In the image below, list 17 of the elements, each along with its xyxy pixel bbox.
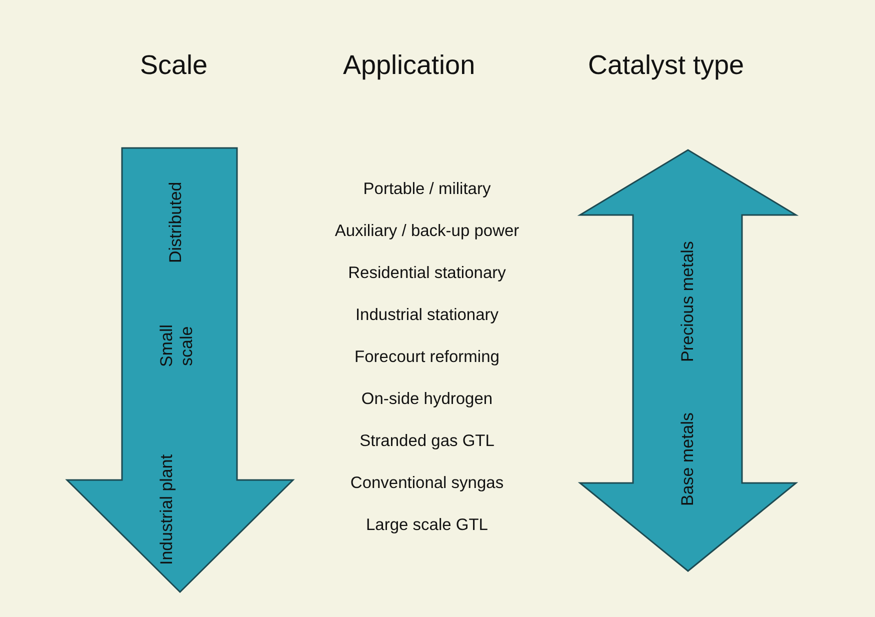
application-label: Auxiliary / back-up power xyxy=(334,222,520,241)
application-label: Portable / military xyxy=(363,180,491,199)
arrow-label: Base metals xyxy=(678,412,698,508)
arrow-label: Precious metals xyxy=(678,240,698,364)
column-heading: Catalyst type xyxy=(588,50,744,81)
application-label: Large scale GTL xyxy=(366,516,488,535)
application-label: On-side hydrogen xyxy=(361,390,493,409)
column-heading: Application xyxy=(343,50,476,81)
application-label: Industrial stationary xyxy=(355,306,499,325)
column-heading: Scale xyxy=(140,50,208,81)
arrow-label: Small scale xyxy=(157,324,197,370)
arrow-label: Distributed xyxy=(166,180,186,266)
application-label: Conventional syngas xyxy=(350,474,504,493)
arrow-label: Industrial plant xyxy=(157,454,177,568)
application-label: Forecourt reforming xyxy=(354,348,500,367)
application-label: Stranded gas GTL xyxy=(360,432,494,451)
application-label: Residential stationary xyxy=(348,264,506,283)
